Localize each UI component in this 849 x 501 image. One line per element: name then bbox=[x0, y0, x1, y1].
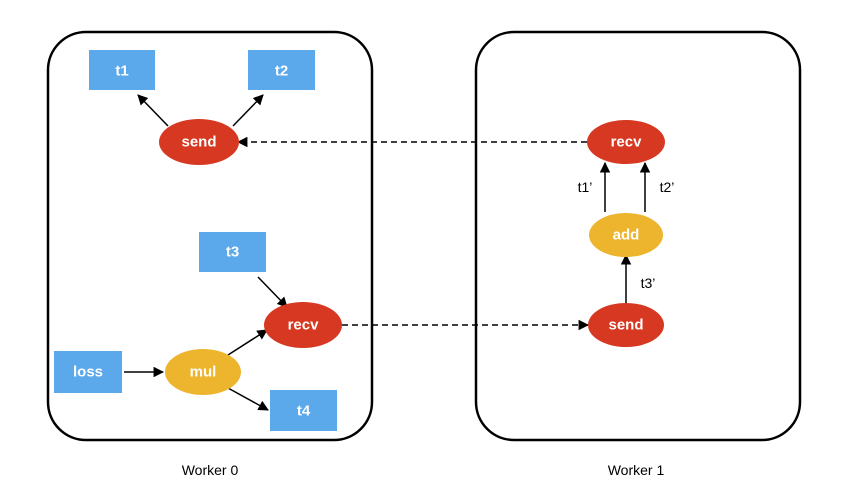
tensor-box-t2: t2 bbox=[248, 50, 315, 90]
tensor-box-t3-label: t3 bbox=[226, 244, 239, 261]
tensor-box-t3: t3 bbox=[199, 232, 266, 272]
recv-node-worker0-label: recv bbox=[288, 317, 320, 334]
mul-node-label: mul bbox=[190, 364, 217, 381]
edge-label-t1-prime: t1’ bbox=[578, 179, 593, 195]
recv-node-worker0: recv bbox=[264, 302, 342, 348]
edge-t3-to-recv bbox=[257, 276, 288, 308]
recv-node-worker1-label: recv bbox=[611, 134, 643, 151]
recv-node-worker1: recv bbox=[587, 120, 665, 164]
send-node-worker1: send bbox=[588, 303, 664, 347]
edge-label-t3-prime: t3’ bbox=[641, 275, 656, 291]
tensor-box-loss-label: loss bbox=[73, 364, 103, 381]
add-node-label: add bbox=[613, 227, 640, 244]
edge-mul-to-recv bbox=[227, 329, 268, 356]
tensor-box-t1: t1 bbox=[89, 50, 155, 90]
send-node-worker0-label: send bbox=[181, 134, 216, 151]
mul-node: mul bbox=[165, 349, 241, 395]
add-node: add bbox=[589, 213, 663, 257]
tensor-box-loss: loss bbox=[54, 351, 122, 393]
tensor-box-t2-label: t2 bbox=[275, 63, 288, 80]
tensor-box-t1-label: t1 bbox=[115, 63, 128, 80]
worker-1-caption: Worker 1 bbox=[608, 462, 665, 478]
send-node-worker1-label: send bbox=[608, 317, 643, 334]
edge-send-to-t1 bbox=[137, 94, 169, 127]
send-node-worker0: send bbox=[159, 119, 239, 165]
edge-send-to-t2 bbox=[232, 94, 264, 127]
tensor-box-t4: t4 bbox=[270, 390, 337, 431]
tensor-box-t4-label: t4 bbox=[297, 403, 311, 420]
edge-label-t2-prime: t2’ bbox=[660, 179, 675, 195]
worker-0-caption: Worker 0 bbox=[182, 462, 239, 478]
edge-mul-to-t4 bbox=[227, 387, 269, 411]
